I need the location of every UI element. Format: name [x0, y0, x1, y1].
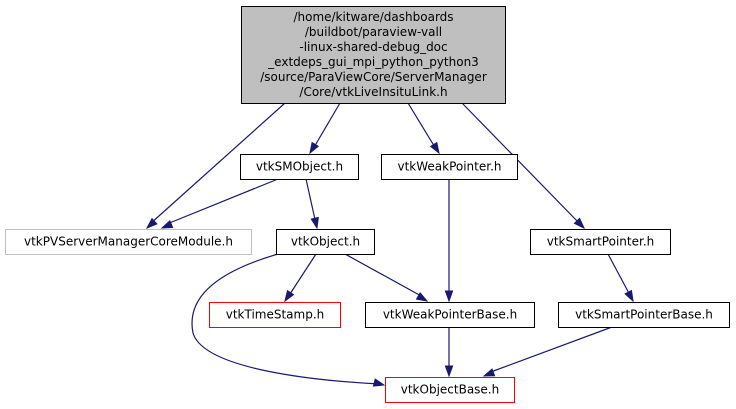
edge-object-to-weakpointerbase: [344, 253, 429, 302]
node-box: [276, 229, 375, 255]
node-label-line: vtkObject.h: [291, 235, 360, 249]
edge-line: [407, 102, 437, 150]
node-label-line: vtkSMObject.h: [256, 160, 343, 174]
node-smobject[interactable]: vtkSMObject.h: [240, 154, 359, 180]
edge-object-to-objectbase: [191, 253, 386, 387]
node-box: [5, 229, 252, 255]
edge-weakpointer-to-weakpointerbase: [444, 179, 454, 303]
node-weakpointerbase[interactable]: vtkWeakPointerBase.h: [365, 302, 535, 328]
nodes-layer: /home/kitware/dashboards/buildbot/paravi…: [5, 6, 730, 403]
edge-arrowhead: [444, 290, 454, 303]
edge-arrowhead: [482, 368, 496, 377]
edge-line: [287, 253, 317, 298]
node-label-line: -linux-shared-debug_doc: [299, 40, 447, 54]
node-label-line: /buildbot/paraview-vall: [305, 25, 442, 39]
edge-line: [607, 253, 632, 298]
edge-smobject-to-object: [305, 178, 319, 230]
edge-object-to-timestamp: [284, 253, 317, 303]
node-box: [385, 377, 515, 403]
node-label-line: vtkTimeStamp.h: [226, 308, 325, 322]
edge-line: [461, 102, 581, 225]
node-box: [241, 6, 506, 104]
edge-arrowhead: [160, 219, 174, 229]
edge-line: [149, 102, 286, 225]
edge-arrowhead: [415, 292, 429, 302]
edge-arrowhead: [309, 141, 320, 155]
node-box: [240, 154, 359, 180]
edge-root-to-smartpointer: [461, 102, 586, 230]
node-objectbase[interactable]: vtkObjectBase.h: [385, 377, 515, 403]
edge-smartpointerbase-to-objectbase: [482, 326, 613, 377]
node-label-line: /Core/vtkLiveInsituLink.h: [299, 85, 447, 99]
node-label-line: _extdeps_gui_mpi_python_python3: [267, 55, 479, 69]
edge-line: [305, 178, 317, 225]
node-box: [530, 229, 671, 255]
edge-line: [312, 102, 341, 150]
node-smartpointer[interactable]: vtkSmartPointer.h: [530, 229, 671, 255]
node-coremodule[interactable]: vtkPVServerManagerCoreModule.h: [5, 229, 252, 255]
edges-layer: [145, 102, 634, 387]
node-smartpointerbase[interactable]: vtkSmartPointerBase.h: [558, 302, 730, 328]
edge-arrowhead: [444, 365, 454, 378]
edge-arrowhead: [624, 289, 634, 303]
edge-line: [166, 178, 279, 225]
edge-arrowhead: [284, 289, 295, 303]
edge-line: [487, 326, 613, 374]
node-timestamp[interactable]: vtkTimeStamp.h: [209, 302, 341, 328]
node-label-line: vtkWeakPointer.h: [397, 160, 501, 174]
node-label-line: vtkWeakPointerBase.h: [383, 308, 517, 322]
edge-arrowhead: [145, 217, 158, 229]
edge-line: [344, 253, 424, 298]
edge-root-to-smobject: [309, 102, 341, 155]
node-object[interactable]: vtkObject.h: [276, 229, 375, 255]
edge-arrowhead: [429, 141, 440, 155]
node-label-line: vtkPVServerManagerCoreModule.h: [24, 235, 233, 249]
node-label-line: vtkSmartPointerBase.h: [575, 308, 713, 322]
edge-arrowhead: [372, 378, 386, 387]
edge-weakpointerbase-to-objectbase: [444, 327, 454, 378]
node-label-line: /source/ParaViewCore/ServerManager: [260, 70, 487, 84]
node-box: [209, 302, 341, 328]
node-label-line: vtkObjectBase.h: [401, 383, 499, 397]
node-box: [381, 154, 518, 180]
node-box: [365, 302, 535, 328]
edge-arrowhead: [573, 217, 586, 230]
edge-smartpointer-to-smartpointerbase: [607, 253, 634, 303]
node-weakpointer[interactable]: vtkWeakPointer.h: [381, 154, 518, 180]
edge-root-to-coremodule: [145, 102, 286, 229]
edge-arrowhead: [310, 216, 319, 230]
edge-smobject-to-coremodule: [160, 178, 279, 229]
node-box: [558, 302, 730, 328]
node-label-line: vtkSmartPointer.h: [547, 235, 654, 249]
node-label-line: /home/kitware/dashboards: [293, 10, 453, 24]
node-root: /home/kitware/dashboards/buildbot/paravi…: [241, 6, 506, 104]
edge-line: [191, 253, 381, 385]
edge-root-to-weakpointer: [407, 102, 440, 155]
